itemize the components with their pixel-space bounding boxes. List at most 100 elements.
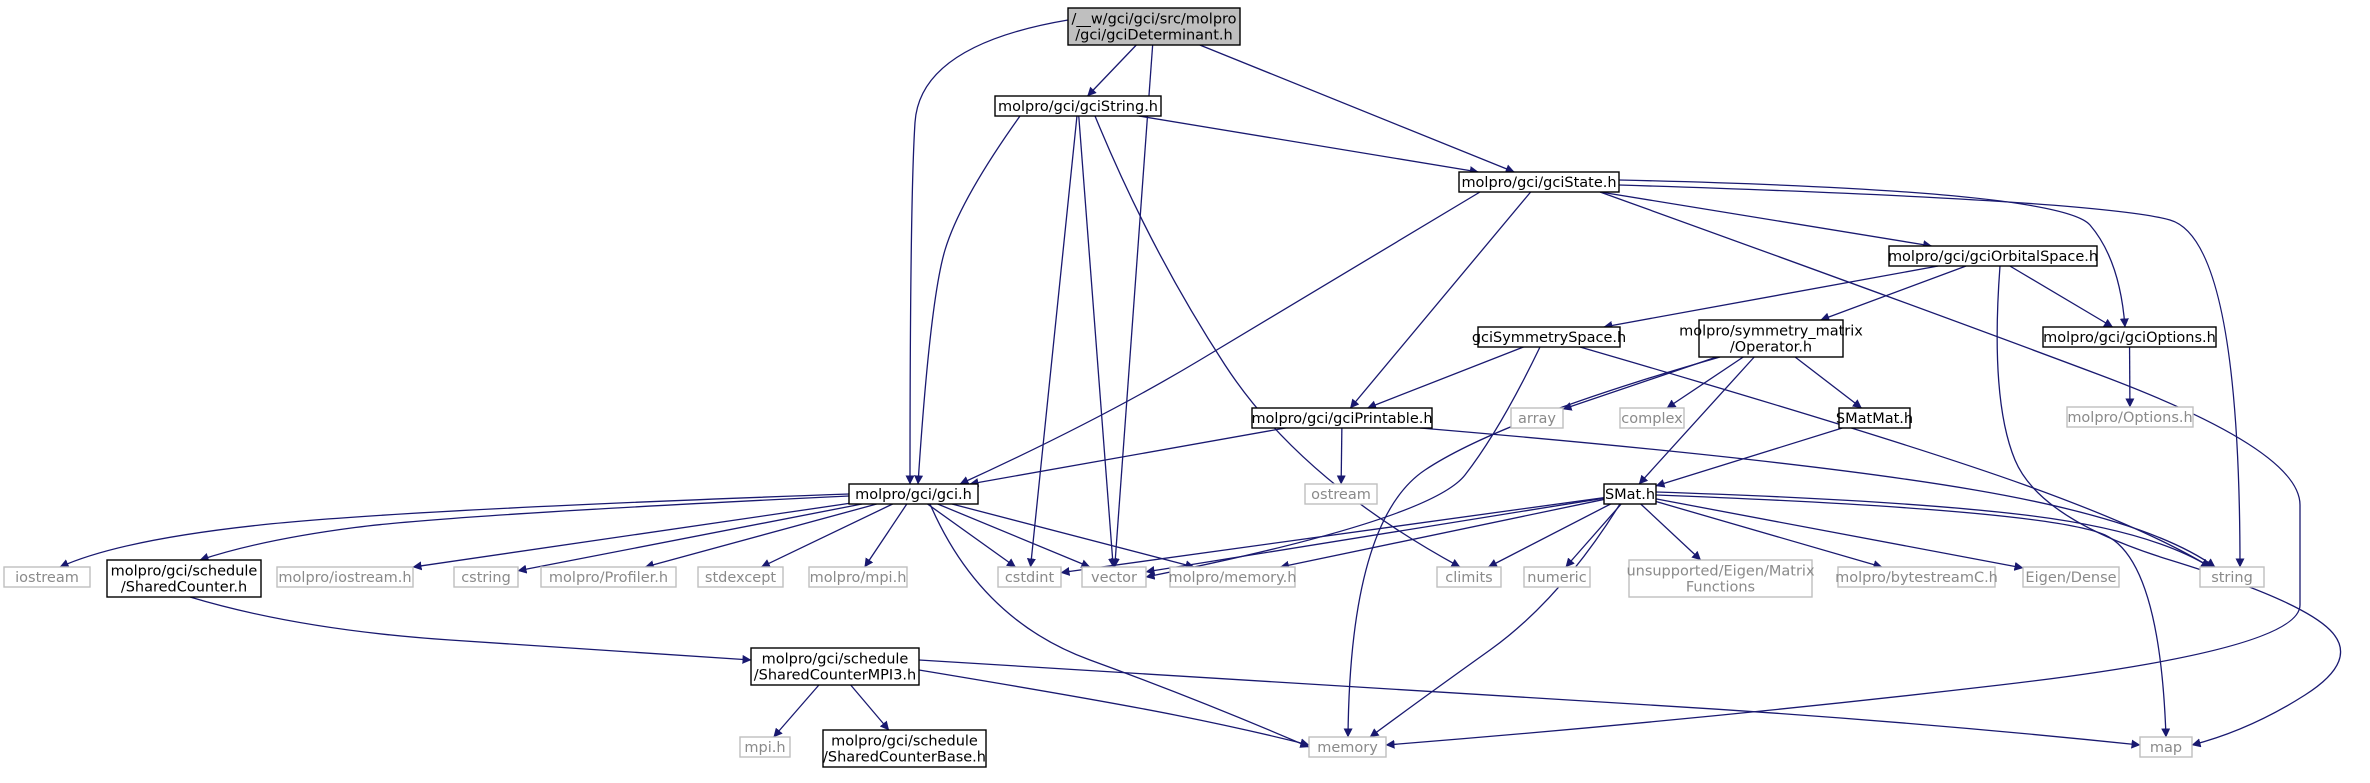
- edge-gciH-to-mpiMolpro: [864, 503, 908, 568]
- node-box-ostream: [1304, 483, 1378, 505]
- node-box-bytestream: [1837, 566, 1996, 588]
- node-memory: memory: [1308, 736, 1387, 758]
- node-label-sharedCounterBase-2: /SharedCounterBase.h: [823, 750, 986, 766]
- node-label-eigenMatrix-2: Functions: [1686, 580, 1755, 596]
- node-label-molproIostream: molpro/iostream.h: [278, 570, 411, 586]
- node-label-gciString: molpro/gci/gciString.h: [998, 99, 1158, 115]
- edge-gciH-to-profiler: [644, 503, 877, 570]
- node-label-ostream: ostream: [1311, 487, 1371, 503]
- node-sharedCounterBase[interactable]: molpro/gci/schedule/SharedCounterBase.h: [822, 729, 987, 768]
- node-box-complex: [1619, 407, 1685, 429]
- node-label-complex: complex: [1621, 411, 1683, 427]
- node-molproMemory: molpro/memory.h: [1169, 566, 1297, 588]
- node-gciOptions[interactable]: molpro/gci/gciOptions.h: [2042, 326, 2217, 348]
- nodes-layer: /__w/gci/gci/src/molpro/gci/gciDetermina…: [3, 7, 2265, 768]
- node-label-gciPrintable: molpro/gci/gciPrintable.h: [1251, 411, 1432, 427]
- node-label-molproMemory: molpro/memory.h: [1169, 570, 1297, 586]
- node-label-root-2: /gci/gciDeterminant.h: [1075, 28, 1232, 44]
- edge-sMat-to-numeric: [1565, 503, 1622, 568]
- node-string: string: [2199, 566, 2265, 588]
- node-label-numeric: numeric: [1527, 570, 1586, 586]
- node-box-string: [2199, 566, 2265, 588]
- node-box-climits: [1436, 566, 1502, 588]
- edge-gciPrintable-to-string: [1419, 427, 2216, 568]
- node-label-root-1: /__w/gci/gci/src/molpro: [1071, 12, 1236, 28]
- edge-gciH-to-iostream: [59, 493, 850, 568]
- edge-sharedCounterMPI3-to-sharedCounterBase: [850, 684, 890, 731]
- node-box-mpiMolpro: [808, 566, 908, 588]
- node-label-sharedCounter-1: molpro/gci/schedule: [111, 564, 258, 580]
- edge-operator-to-memory: [1343, 356, 1721, 738]
- node-box-gciPrintable: [1251, 407, 1433, 429]
- node-box-molproIostream: [276, 566, 414, 588]
- node-sMat[interactable]: SMat.h: [1603, 483, 1657, 505]
- node-box-molproMemory: [1169, 566, 1296, 588]
- node-gciOrbitalSpace[interactable]: molpro/gci/gciOrbitalSpace.h: [1888, 245, 2098, 267]
- edge-sMat-to-string: [1655, 491, 2211, 568]
- node-box-cstring: [453, 566, 519, 588]
- node-gciSymmetrySpace[interactable]: gciSymmetrySpace.h: [1472, 326, 1626, 348]
- node-mpiH: mpi.h: [739, 736, 791, 758]
- node-array: array: [1510, 407, 1564, 429]
- node-label-gciOrbitalSpace: molpro/gci/gciOrbitalSpace.h: [1888, 249, 2098, 265]
- node-box-optionsH: [2066, 406, 2194, 428]
- edge-gciString-to-cstdint: [1026, 115, 1078, 568]
- node-ostream: ostream: [1304, 483, 1378, 505]
- node-stdexcept: stdexcept: [697, 566, 784, 588]
- node-box-eigenDense: [2022, 566, 2120, 588]
- node-climits: climits: [1436, 566, 1502, 588]
- node-label-string: string: [2211, 570, 2253, 586]
- edge-root-to-gciState: [1199, 44, 1515, 173]
- node-label-sharedCounterBase-1: molpro/gci/schedule: [831, 734, 978, 750]
- edge-gciOrbitalSpace-to-operator: [1820, 265, 1967, 322]
- node-gciState[interactable]: molpro/gci/gciState.h: [1458, 171, 1620, 193]
- node-label-gciH: molpro/gci/gci.h: [855, 487, 972, 503]
- node-gciPrintable[interactable]: molpro/gci/gciPrintable.h: [1251, 407, 1433, 429]
- node-label-map: map: [2150, 740, 2182, 756]
- edge-gciPrintable-to-gciH: [969, 427, 1286, 487]
- node-eigenDense: Eigen/Dense: [2022, 566, 2120, 588]
- node-numeric: numeric: [1523, 566, 1591, 588]
- node-label-vector: vector: [1091, 570, 1137, 586]
- node-cstring: cstring: [453, 566, 519, 588]
- node-box-gciState: [1458, 171, 1620, 193]
- edge-gciState-to-gciOrbitalSpace: [1600, 191, 1933, 250]
- node-gciString[interactable]: molpro/gci/gciString.h: [994, 95, 1162, 117]
- node-box-memory: [1308, 736, 1387, 758]
- edge-gciState-to-memory: [1385, 191, 2301, 749]
- node-label-eigenMatrix-1: unsupported/Eigen/Matrix: [1626, 564, 1815, 580]
- edge-gciOrbitalSpace-to-gciSymmetrySpace: [1603, 265, 1939, 330]
- node-label-climits: climits: [1445, 570, 1492, 586]
- node-label-mpiMolpro: molpro/mpi.h: [810, 570, 907, 586]
- edge-gciOrbitalSpace-to-gciOptions: [2009, 265, 2114, 328]
- node-box-gciOrbitalSpace: [1888, 245, 2098, 267]
- node-map: map: [2139, 736, 2193, 758]
- node-label-sharedCounter-2: /SharedCounter.h: [121, 580, 247, 596]
- edge-sharedCounterMPI3-to-memory: [918, 669, 1310, 748]
- edge-sharedCounterMPI3-to-map: [918, 659, 2141, 749]
- node-box-eigenMatrix: [1628, 559, 1813, 598]
- node-gciH[interactable]: molpro/gci/gci.h: [848, 483, 979, 505]
- node-root[interactable]: /__w/gci/gci/src/molpro/gci/gciDetermina…: [1067, 7, 1241, 46]
- node-box-root: [1067, 7, 1241, 46]
- node-box-gciH: [848, 483, 979, 505]
- node-sMatMat[interactable]: SMatMat.h: [1836, 407, 1913, 429]
- node-label-eigenDense: Eigen/Dense: [2025, 570, 2116, 586]
- edges-layer: [59, 19, 2342, 749]
- node-molproIostream: molpro/iostream.h: [276, 566, 414, 588]
- edge-gciSymmetrySpace-to-gciPrintable: [1367, 346, 1524, 410]
- node-box-sharedCounter: [106, 559, 262, 598]
- edge-gciH-to-vector: [937, 503, 1091, 568]
- edge-sMat-to-cstdint: [1060, 496, 1605, 576]
- node-box-gciSymmetrySpace: [1477, 326, 1621, 348]
- node-box-sMat: [1603, 483, 1657, 505]
- node-operator[interactable]: molpro/symmetry_matrix/Operator.h: [1679, 319, 1863, 358]
- node-sharedCounter[interactable]: molpro/gci/schedule/SharedCounter.h: [106, 559, 262, 598]
- edge-sMatMat-to-sMat: [1655, 427, 1843, 488]
- node-sharedCounterMPI3[interactable]: molpro/gci/schedule/SharedCounterMPI3.h: [750, 647, 920, 686]
- node-box-operator: [1698, 319, 1844, 358]
- node-box-gciOptions: [2042, 326, 2217, 348]
- node-label-cstring: cstring: [461, 570, 511, 586]
- node-label-sharedCounterMPI3-2: /SharedCounterMPI3.h: [754, 668, 916, 684]
